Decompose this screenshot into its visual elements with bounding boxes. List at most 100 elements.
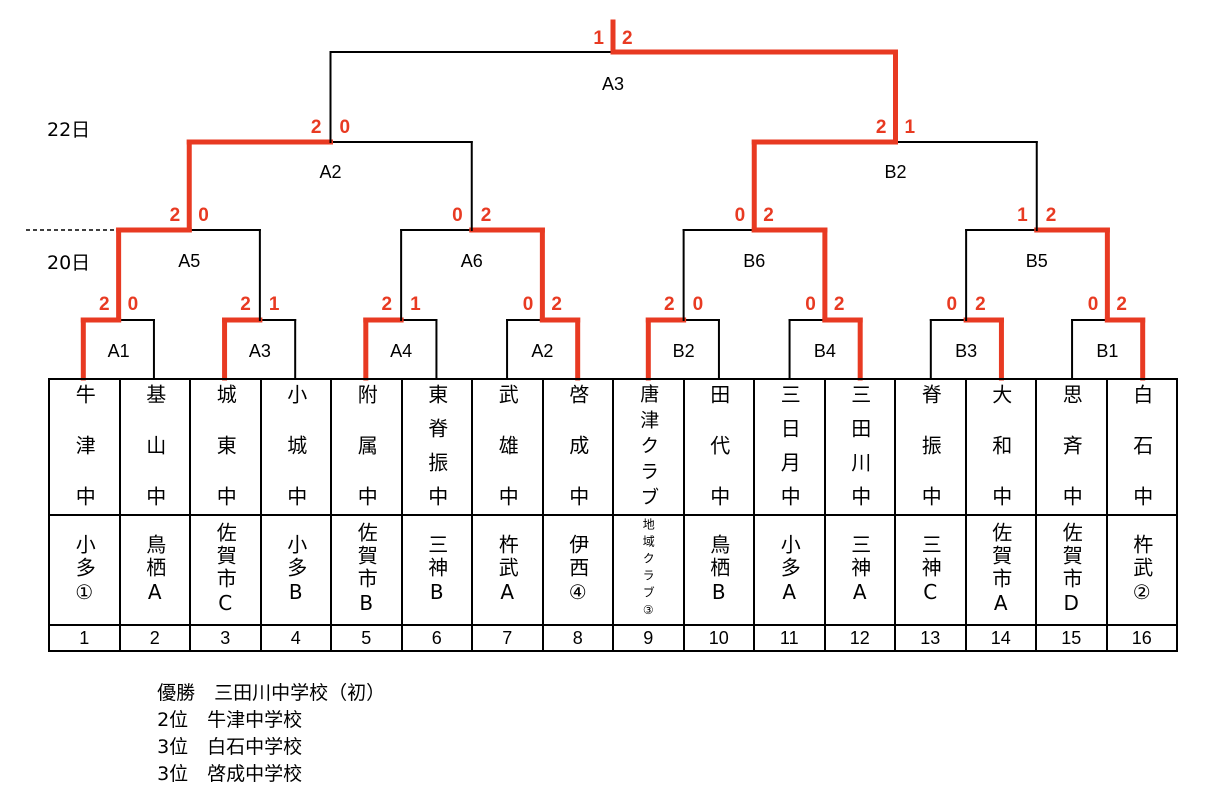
- team-name: 大和中: [988, 384, 1013, 506]
- team-name-cell: 大和中: [964, 378, 1037, 516]
- match-label: B2: [673, 341, 695, 361]
- team-region: 佐賀市D: [1059, 522, 1084, 618]
- team-region: 佐賀市B: [354, 522, 379, 618]
- score-left: 0: [735, 205, 746, 226]
- team-number: 9: [612, 624, 685, 652]
- team-name-cell: 小城中: [259, 378, 332, 516]
- team-number: 7: [471, 624, 544, 652]
- team-region: 杵武A: [495, 533, 520, 607]
- match-label: A2: [531, 341, 553, 361]
- team-region: 小多A: [777, 533, 802, 607]
- score-left: 2: [240, 294, 251, 315]
- team-number: 3: [189, 624, 262, 652]
- team-region: 三神B: [424, 533, 449, 607]
- match-label: A2: [319, 162, 341, 182]
- team-name-cell: 城東中: [189, 378, 262, 516]
- team-number: 5: [330, 624, 403, 652]
- team-name: 白石中: [1129, 384, 1154, 506]
- day-label-20: 20日: [47, 252, 91, 274]
- team-region-cell: 小多B: [259, 514, 332, 626]
- team-number: 11: [753, 624, 826, 652]
- score-left: 1: [1017, 205, 1028, 226]
- team-region-cell: 三神B: [400, 514, 473, 626]
- team-name-cell: 三日月中: [753, 378, 826, 516]
- match-label: B2: [884, 162, 906, 182]
- team-number: 4: [259, 624, 332, 652]
- score-left: 2: [382, 294, 393, 315]
- score-left: 1: [593, 28, 604, 49]
- team-region: 小多B: [283, 533, 308, 607]
- team-number: 6: [400, 624, 473, 652]
- team-region: 三神A: [847, 533, 872, 607]
- team-name: 田代中: [706, 384, 731, 506]
- team-name: 三日月中: [777, 384, 802, 506]
- match-label: A3: [249, 341, 271, 361]
- score-right: 1: [410, 294, 421, 315]
- team-region-cell: 小多①: [48, 514, 121, 626]
- team-name: 附属中: [354, 384, 379, 506]
- score-left: 2: [99, 294, 110, 315]
- result-third-1: 3位 白石中学校: [157, 736, 303, 758]
- team-name: 城東中: [213, 384, 238, 506]
- team-region-cell: 佐賀市A: [964, 514, 1037, 626]
- score-right: 1: [269, 294, 280, 315]
- result-second: 2位 牛津中学校: [157, 709, 303, 731]
- team-number: 14: [964, 624, 1037, 652]
- match-label: A5: [178, 251, 200, 271]
- match-label: B4: [814, 341, 836, 361]
- score-right: 0: [128, 294, 139, 315]
- team-region: 鳥栖B: [706, 533, 731, 607]
- score-right: 1: [905, 117, 916, 138]
- team-region-cell: 杵武A: [471, 514, 544, 626]
- match-label: B5: [1026, 251, 1048, 271]
- team-region-cell: 三神C: [894, 514, 967, 626]
- score-left: 2: [876, 117, 887, 138]
- team-name: 三田川中: [847, 384, 872, 506]
- match-label: A1: [108, 341, 130, 361]
- team-table: 牛津中基山中城東中小城中附属中東脊振中武雄中啓成中唐津クラブ田代中三日月中三田川…: [48, 378, 1178, 652]
- score-right: 0: [693, 294, 704, 315]
- team-name-cell: 田代中: [682, 378, 755, 516]
- team-region-cell: 地域クラブ③: [612, 514, 685, 626]
- team-name-cell: 附属中: [330, 378, 403, 516]
- team-region: 小多①: [72, 533, 97, 607]
- team-name: 思斉中: [1059, 384, 1084, 506]
- team-number: 1: [48, 624, 121, 652]
- score-left: 0: [523, 294, 534, 315]
- team-number: 13: [894, 624, 967, 652]
- team-name-cell: 基山中: [118, 378, 191, 516]
- team-number: 12: [823, 624, 896, 652]
- team-region: 杵武②: [1129, 533, 1154, 607]
- team-number: 2: [118, 624, 191, 652]
- team-region: 佐賀市A: [988, 522, 1013, 618]
- team-name-cell: 三田川中: [823, 378, 896, 516]
- team-name-row: 牛津中基山中城東中小城中附属中東脊振中武雄中啓成中唐津クラブ田代中三日月中三田川…: [48, 378, 1178, 516]
- score-right: 2: [551, 294, 562, 315]
- team-name: 啓成中: [565, 384, 590, 506]
- team-region-cell: 佐賀市D: [1035, 514, 1108, 626]
- score-right: 2: [622, 28, 633, 49]
- score-left: 2: [311, 117, 322, 138]
- score-left: 2: [664, 294, 675, 315]
- team-number: 8: [541, 624, 614, 652]
- score-right: 2: [1116, 294, 1127, 315]
- team-region-cell: 伊西④: [541, 514, 614, 626]
- score-right: 0: [340, 117, 351, 138]
- team-number: 10: [682, 624, 755, 652]
- team-name-cell: 唐津クラブ: [612, 378, 685, 516]
- score-left: 0: [805, 294, 816, 315]
- final-results: 優勝 三田川中学校（初） 2位 牛津中学校 3位 白石中学校 3位 啓成中学校: [145, 656, 415, 786]
- team-name: 基山中: [142, 384, 167, 506]
- team-name: 武雄中: [495, 384, 520, 506]
- team-name-cell: 啓成中: [541, 378, 614, 516]
- score-right: 0: [198, 205, 209, 226]
- team-name-cell: 牛津中: [48, 378, 121, 516]
- score-left: 0: [1088, 294, 1099, 315]
- score-right: 2: [834, 294, 845, 315]
- team-region: 鳥栖A: [142, 533, 167, 607]
- team-region: 伊西④: [565, 533, 590, 607]
- score-left: 2: [170, 205, 181, 226]
